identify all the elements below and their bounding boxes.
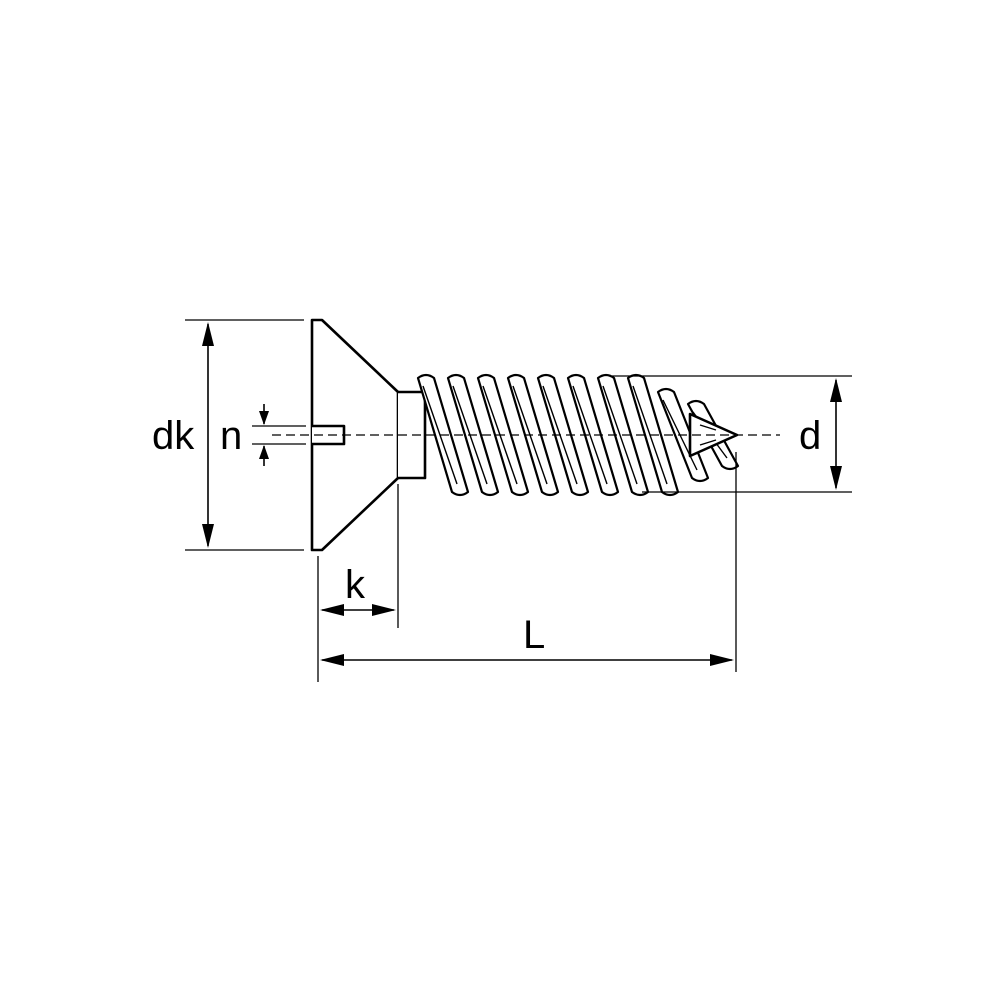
tip-edge bbox=[699, 424, 717, 431]
k-dimension bbox=[317, 484, 399, 628]
n-label: n bbox=[220, 414, 242, 458]
l-label: L bbox=[523, 613, 545, 657]
d-dimension bbox=[612, 375, 852, 493]
dk-arrow-top bbox=[202, 322, 214, 346]
n-arrow-bottom bbox=[259, 445, 269, 459]
thread-ridge bbox=[566, 373, 620, 497]
tip-edge bbox=[699, 439, 717, 446]
screw-shank bbox=[398, 390, 427, 480]
l-arrow-left bbox=[320, 654, 344, 666]
dk-dimension bbox=[185, 319, 304, 551]
dk-arrow-bottom bbox=[202, 524, 214, 548]
n-arrow-top bbox=[259, 411, 269, 425]
l-arrow-right bbox=[710, 654, 734, 666]
thread-crest bbox=[572, 385, 608, 485]
d-label: d bbox=[799, 414, 821, 458]
d-arrow-bottom bbox=[830, 466, 842, 490]
d-arrow-top bbox=[830, 378, 842, 402]
l-dimension bbox=[317, 452, 737, 682]
k-label: k bbox=[345, 563, 366, 607]
thread-ridge bbox=[536, 373, 590, 497]
thread-crest bbox=[602, 385, 638, 485]
k-arrow-left bbox=[320, 604, 344, 616]
dk-label: dk bbox=[152, 414, 195, 458]
n-dimension bbox=[252, 404, 306, 466]
k-arrow-right bbox=[372, 604, 396, 616]
